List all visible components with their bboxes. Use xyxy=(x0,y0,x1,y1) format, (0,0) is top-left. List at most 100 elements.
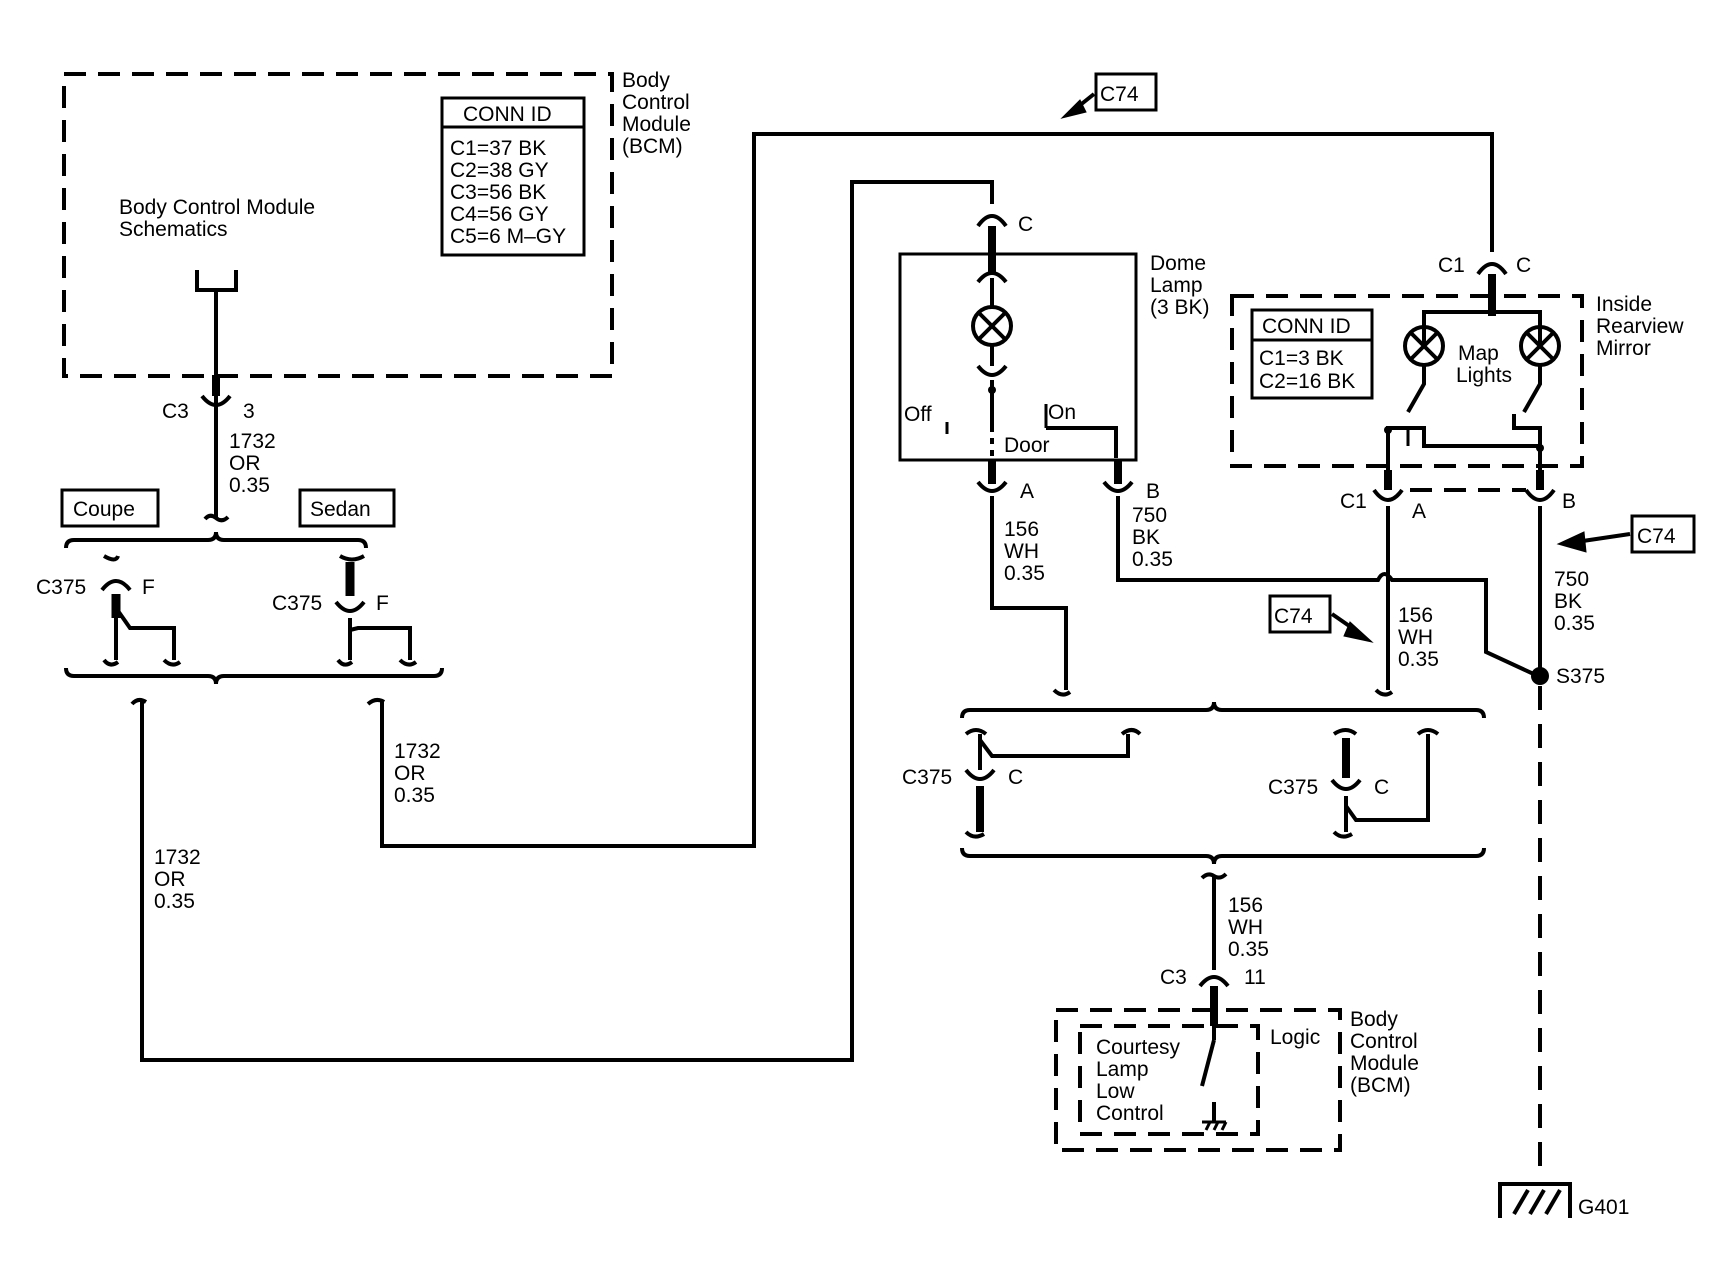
wire-label: 0.35 xyxy=(394,784,435,807)
conn-id-row: C3=56 BK xyxy=(450,181,546,204)
conn-id-row: C4=56 GY xyxy=(450,203,549,226)
conn-id-row: C1=3 BK xyxy=(1259,347,1344,370)
wire-label: 0.35 xyxy=(1398,648,1439,671)
sedan-option-box: Sedan xyxy=(298,488,396,528)
bcm-top-title-1: Body xyxy=(622,69,670,92)
connector-c375-lower-right: C375 C xyxy=(1268,728,1440,839)
bcm-schematics-label-1: Body Control Module xyxy=(119,196,315,219)
dome-switch-off: Off xyxy=(904,403,932,426)
conn-id-row: C2=38 GY xyxy=(450,159,549,182)
connector-name: C375 xyxy=(1268,776,1318,799)
mirror-connector-b: B xyxy=(1524,470,1576,513)
connector-pin: C xyxy=(1008,766,1023,789)
mirror-top-conn-pin: C xyxy=(1516,254,1531,277)
conn-id-row: C2=16 BK xyxy=(1259,370,1355,393)
splice-s375: S375 xyxy=(1531,665,1605,688)
dome-switch-on: On xyxy=(1048,401,1076,424)
wire-label: 156 xyxy=(1228,894,1263,917)
dome-switch-door: Door xyxy=(1004,434,1050,457)
connector-name: C375 xyxy=(272,592,322,615)
dome-lamp-title-1: Dome xyxy=(1150,252,1206,275)
bcm-control-label-1: Courtesy xyxy=(1096,1036,1181,1059)
bcm-control-label-2: Lamp xyxy=(1096,1058,1149,1081)
dome-pin-top: C xyxy=(1018,213,1033,236)
bcm-top-module: Body Control Module (BCM) CONN ID C1=37 … xyxy=(62,69,691,378)
sedan-label: Sedan xyxy=(310,498,371,521)
c74-tag-middle: C74 xyxy=(1268,594,1374,643)
mirror-title-2: Rearview xyxy=(1596,315,1684,338)
wire-label: 0.35 xyxy=(229,474,270,497)
bcm-bottom-title-2: Control xyxy=(1350,1030,1418,1053)
wire-label: 1732 xyxy=(394,740,441,763)
wire-label: BK xyxy=(1554,590,1582,613)
bcm-bottom-title-1: Body xyxy=(1350,1008,1398,1031)
c74-label: C74 xyxy=(1637,525,1676,548)
c74-label: C74 xyxy=(1274,605,1313,628)
connector-name: C375 xyxy=(902,766,952,789)
ground-g401: G401 xyxy=(1498,1182,1629,1219)
bcm-logic-label: Logic xyxy=(1270,1026,1320,1049)
conn-id-row: C5=6 M–GY xyxy=(450,225,566,248)
wire-label: 750 xyxy=(1132,504,1167,527)
mirror-connector-a: C1 A xyxy=(1340,470,1426,523)
mirror-a-pin: A xyxy=(1412,500,1426,523)
dome-pin-b: B xyxy=(1146,480,1160,503)
mirror-conn-id-table: CONN ID C1=3 BK C2=16 BK xyxy=(1250,308,1374,400)
connector-pin: F xyxy=(142,576,155,599)
wire-label: OR xyxy=(394,762,426,785)
mirror-top-conn-name: C1 xyxy=(1438,254,1465,277)
logic-ground-icon xyxy=(1202,1120,1228,1131)
bcm-bottom-title-4: (BCM) xyxy=(1350,1074,1411,1097)
dome-lamp: Dome Lamp (3 BK) C Off On Door A B xyxy=(898,213,1210,503)
connector-name: C3 xyxy=(162,400,189,423)
conn-id-header: CONN ID xyxy=(1262,315,1351,338)
bcm-control-label-3: Low xyxy=(1096,1080,1135,1103)
connector-c375-sedan: C375 F xyxy=(272,554,418,667)
mirror-title-3: Mirror xyxy=(1596,337,1651,360)
map-lights-label-1: Map xyxy=(1458,342,1499,365)
bcm-schematics-label-2: Schematics xyxy=(119,218,228,241)
wire-label: OR xyxy=(154,868,186,891)
c74-label: C74 xyxy=(1100,83,1139,106)
c74-tag-right: C74 xyxy=(1556,514,1696,554)
option-brace-bottom xyxy=(64,667,444,685)
bcm-top-title-2: Control xyxy=(622,91,690,114)
connector-c3-top: C3 3 xyxy=(162,375,255,423)
wire-label: 0.35 xyxy=(1132,548,1173,571)
ground-label: G401 xyxy=(1578,1196,1629,1219)
connector-name: C3 xyxy=(1160,966,1187,989)
coupe-label: Coupe xyxy=(73,498,135,521)
coupe-option-box: Coupe xyxy=(60,488,160,528)
bcm-top-title-4: (BCM) xyxy=(622,135,683,158)
wire-label: 0.35 xyxy=(1554,612,1595,635)
mirror-b-pin: B xyxy=(1562,490,1576,513)
wire-label: 750 xyxy=(1554,568,1589,591)
dome-lamp-title-3: (3 BK) xyxy=(1150,296,1210,319)
wire-label: 1732 xyxy=(154,846,201,869)
connector-pin: C xyxy=(1374,776,1389,799)
dome-bulb-icon xyxy=(971,305,1013,347)
connector-c3-bottom: C3 11 xyxy=(1160,966,1266,1026)
bcm-schematics-terminal xyxy=(195,270,238,292)
dome-lamp-title-2: Lamp xyxy=(1150,274,1203,297)
wire-label: 1732 xyxy=(229,430,276,453)
wire-label: 0.35 xyxy=(154,890,195,913)
connector-name: C375 xyxy=(36,576,86,599)
connector-pin: 3 xyxy=(243,400,255,423)
wire-label: 0.35 xyxy=(1228,938,1269,961)
bcm-bottom-module: Logic Courtesy Lamp Low Control Body Con… xyxy=(1054,1008,1419,1152)
mirror-a-name: C1 xyxy=(1340,490,1367,513)
dome-pin-a: A xyxy=(1020,480,1034,503)
connector-c375-coupe: C375 F xyxy=(36,554,182,667)
map-lights-label-2: Lights xyxy=(1456,364,1512,387)
mirror-title-1: Inside xyxy=(1596,293,1652,316)
wire-label: 156 xyxy=(1398,604,1433,627)
wire-label: WH xyxy=(1228,916,1263,939)
wire-label: WH xyxy=(1004,540,1039,563)
wire-label: WH xyxy=(1398,626,1433,649)
c74-tag-top: C74 xyxy=(1060,72,1158,119)
bcm-control-label-4: Control xyxy=(1096,1102,1164,1125)
wire-label: 0.35 xyxy=(1004,562,1045,585)
splice-label: S375 xyxy=(1556,665,1605,688)
